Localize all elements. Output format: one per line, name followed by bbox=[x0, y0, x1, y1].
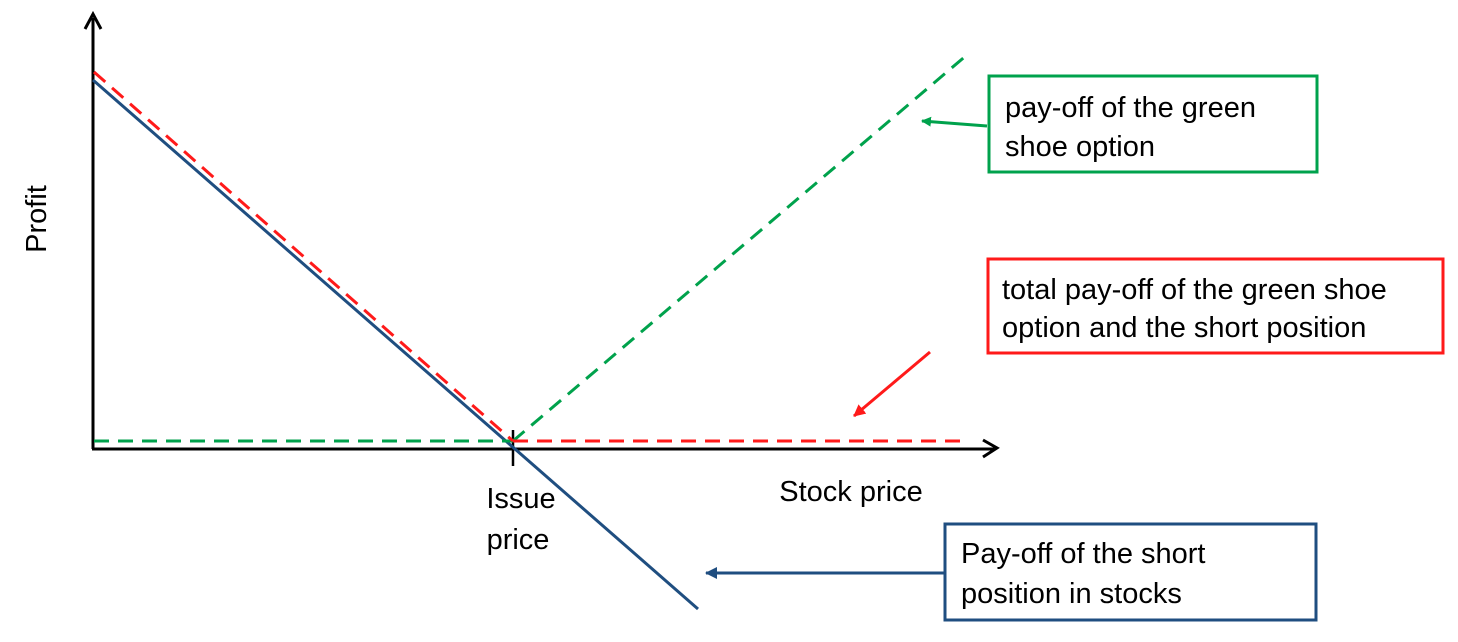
short-position-line bbox=[92, 78, 699, 611]
total-payoff-pointer-arrow bbox=[853, 350, 931, 418]
total-payoff-callout-line2: option and the short position bbox=[1002, 312, 1366, 344]
green-shoe-callout-line1: pay-off of the green bbox=[1005, 92, 1256, 124]
short-position-annotation: Pay-off of the short position in stocks bbox=[705, 522, 1318, 622]
payoff-lines bbox=[92, 52, 969, 611]
total-payoff-declining-line bbox=[93, 70, 514, 443]
total-payoff-annotation: total pay-off of the green shoe option a… bbox=[853, 257, 1445, 418]
short-position-callout-line2: position in stocks bbox=[961, 578, 1182, 610]
green-shoe-callout-line2: shoe option bbox=[1005, 131, 1155, 163]
total-payoff-callout-box bbox=[986, 257, 1445, 355]
issue-price-label-line2: price bbox=[487, 524, 550, 556]
green-shoe-callout-box bbox=[987, 74, 1319, 174]
axes bbox=[83, 10, 1000, 466]
green-shoe-rising-line bbox=[512, 52, 969, 443]
total-payoff-callout-line1: total pay-off of the green shoe bbox=[1002, 274, 1387, 306]
green-shoe-pointer-arrow bbox=[921, 116, 988, 128]
green-shoe-annotation: pay-off of the green shoe option bbox=[921, 74, 1319, 174]
y-axis-label: Profit bbox=[21, 185, 53, 253]
y-axis-arrowhead bbox=[83, 10, 103, 30]
x-axis-label: Stock price bbox=[779, 476, 922, 508]
short-position-callout-line1: Pay-off of the short bbox=[961, 538, 1206, 570]
x-axis-arrowhead bbox=[982, 438, 1000, 459]
issue-price-label-line1: Issue bbox=[486, 483, 555, 515]
